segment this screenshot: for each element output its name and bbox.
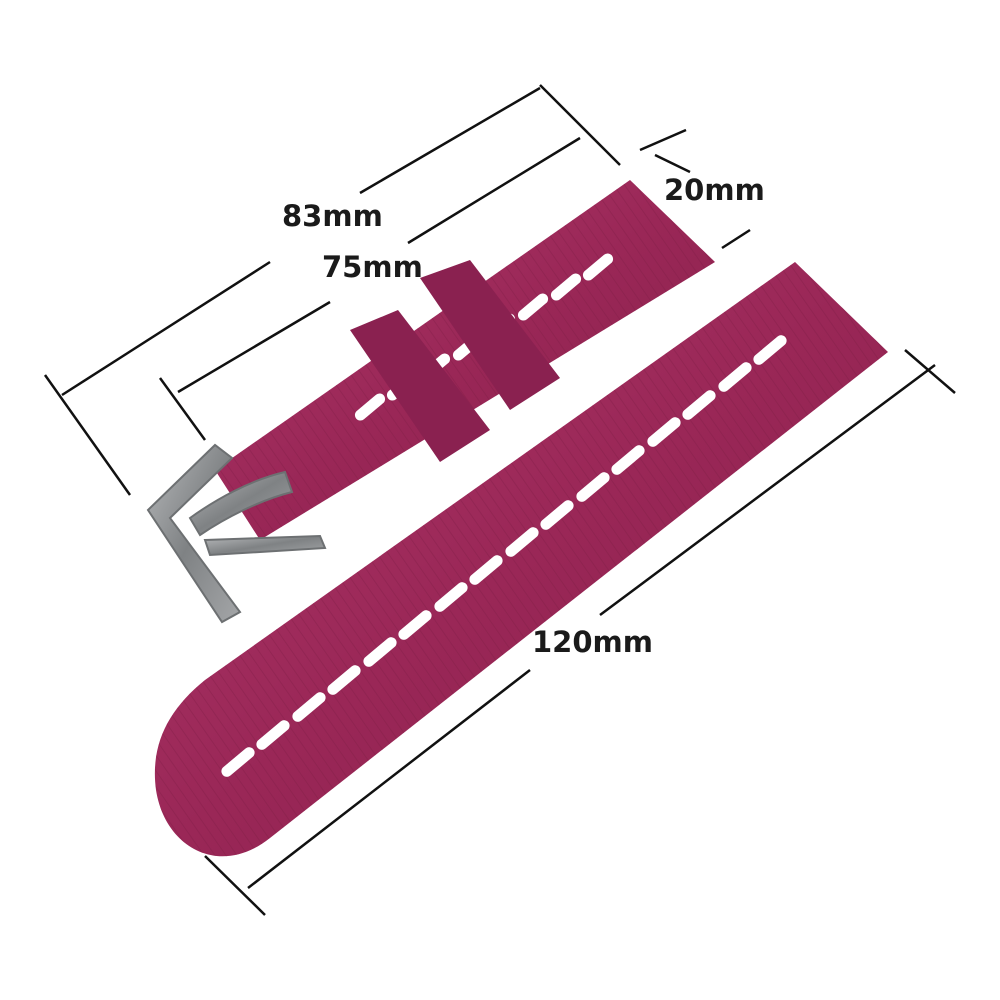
buckle [146, 443, 327, 624]
long-strap-holes [221, 335, 787, 777]
keeper-loop [420, 260, 560, 410]
short-strap [215, 180, 715, 540]
dimension-label-83mm: 83mm [282, 199, 383, 233]
dimension-lines [43, 84, 956, 916]
keeper-loop [350, 310, 490, 462]
dimension-label-75mm: 75mm [322, 250, 423, 284]
dimension-label-120mm: 120mm [532, 625, 653, 659]
long-strap [154, 262, 888, 857]
dimension-label-20mm: 20mm [664, 173, 765, 207]
